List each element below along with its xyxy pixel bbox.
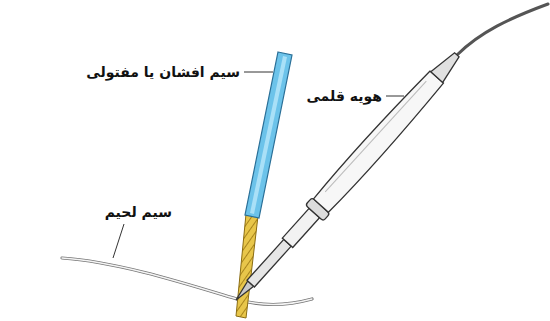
leader-line: [386, 96, 404, 97]
leader-line: [113, 224, 124, 258]
iron-label: هویه قلمی: [306, 88, 382, 105]
leader-line: [244, 72, 273, 73]
copper-strands: [236, 214, 258, 318]
wire-label: سیم افشان یا مفتولی: [86, 64, 240, 81]
solder-label: سیم لحیم: [105, 204, 172, 221]
soldering-iron: [227, 47, 466, 308]
wire-insulation-shine: [250, 56, 287, 214]
power-cable: [457, 4, 548, 55]
wire-insulation: [245, 52, 292, 218]
